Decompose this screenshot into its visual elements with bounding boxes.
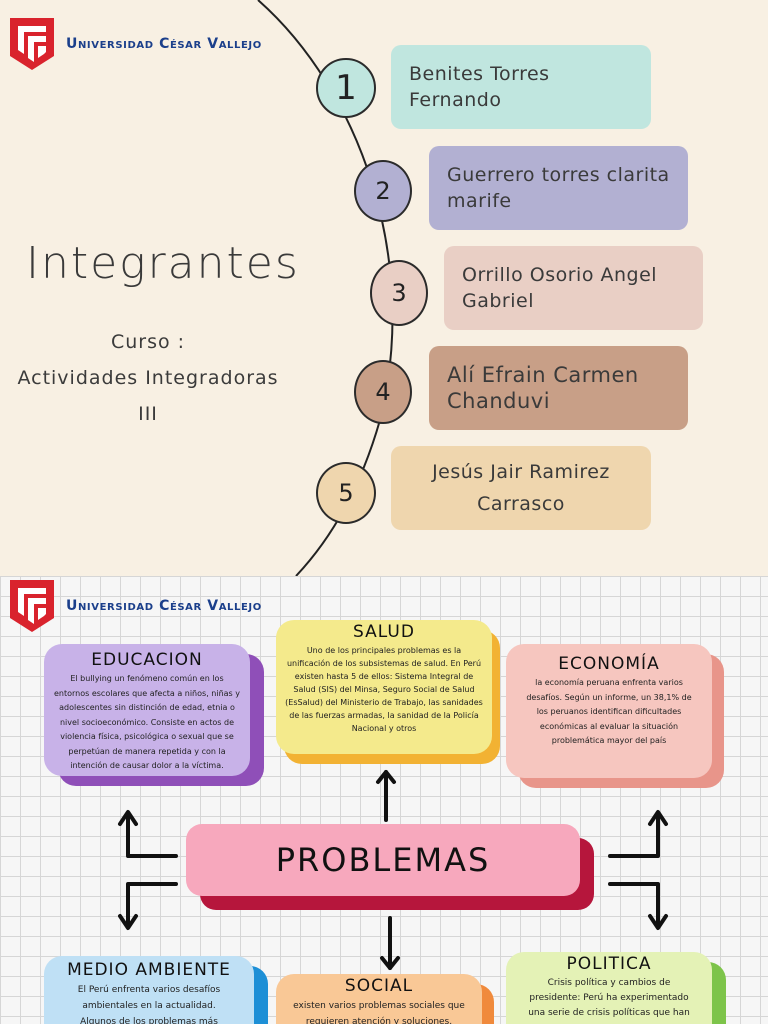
connector-arrows	[118, 770, 668, 970]
member-number-2: 2	[354, 160, 412, 222]
politica-title: POLITICA	[566, 954, 652, 974]
member-number-1: 1	[316, 58, 376, 118]
member-name-4: Alí Efrain Carmen Chanduvi	[447, 363, 639, 413]
course-number: III	[138, 403, 158, 425]
box-medio-ambiente: MEDIO AMBIENTE El Perú enfrenta varios d…	[44, 956, 268, 1024]
page-title: Integrantes	[26, 238, 300, 289]
box-politica: POLITICA Crisis política y cambios de pr…	[506, 952, 726, 1024]
social-title: SOCIAL	[344, 976, 414, 996]
medio-ambiente-title: MEDIO AMBIENTE	[67, 960, 231, 980]
university-logo-2: Universidad César Vallejo	[8, 578, 262, 634]
course-info: Curso : Actividades Integradoras III	[0, 324, 296, 432]
box-educacion: EDUCACION El bullying un fenómeno común …	[44, 644, 264, 786]
ucv-shield-icon	[10, 580, 54, 632]
salud-title: SALUD	[353, 622, 415, 642]
member-number-3: 3	[370, 260, 428, 326]
member-card-5: Jesús Jair Ramirez Carrasco	[391, 446, 651, 530]
educacion-text: El bullying un fenómeno común en los ent…	[53, 674, 240, 770]
course-name: Actividades Integradoras	[17, 367, 279, 389]
course-label: Curso :	[110, 331, 186, 353]
member-card-2: Guerrero torres clarita marife	[429, 146, 688, 230]
member-number-5: 5	[316, 462, 376, 524]
member-name-5: Jesús Jair Ramirez Carrasco	[432, 461, 610, 515]
educacion-title: EDUCACION	[91, 650, 203, 670]
center-label: PROBLEMAS	[186, 824, 580, 896]
university-logo: Universidad César Vallejo	[8, 16, 262, 72]
medio-ambiente-text: El Perú enfrenta varios desafíos ambient…	[77, 985, 221, 1024]
box-economia: ECONOMÍA la economía peruana enfrenta va…	[506, 644, 724, 788]
slide-integrantes: Universidad César Vallejo Integrantes Cu…	[0, 0, 703, 576]
box-social: SOCIAL existen varios problemas sociales…	[276, 974, 494, 1024]
ucv-shield-icon	[10, 18, 54, 70]
box-salud: SALUD Uno de los principales problemas e…	[276, 620, 500, 764]
university-name: Universidad César Vallejo	[66, 36, 262, 52]
salud-text: Uno de los principales problemas es la u…	[285, 646, 483, 733]
member-card-4: Alí Efrain Carmen Chanduvi	[429, 346, 688, 430]
member-name-1: Benites Torres Fernando	[409, 63, 550, 111]
member-card-1: Benites Torres Fernando	[391, 45, 651, 129]
member-card-3: Orrillo Osorio Angel Gabriel	[444, 246, 703, 330]
university-name: Universidad César Vallejo	[66, 598, 262, 614]
member-name-2: Guerrero torres clarita marife	[447, 164, 670, 212]
social-text: existen varios problemas sociales que re…	[293, 1001, 465, 1024]
politica-text: Crisis política y cambios de presidente:…	[528, 978, 690, 1018]
economia-title: ECONOMÍA	[558, 654, 660, 674]
member-number-4: 4	[354, 360, 412, 424]
center-problemas: PROBLEMAS	[186, 824, 594, 910]
member-name-3: Orrillo Osorio Angel Gabriel	[462, 264, 658, 312]
economia-text: la economía peruana enfrenta varios desa…	[526, 678, 692, 745]
slide-problemas: Universidad César Vallejo EDUCACION El b…	[0, 576, 768, 1024]
